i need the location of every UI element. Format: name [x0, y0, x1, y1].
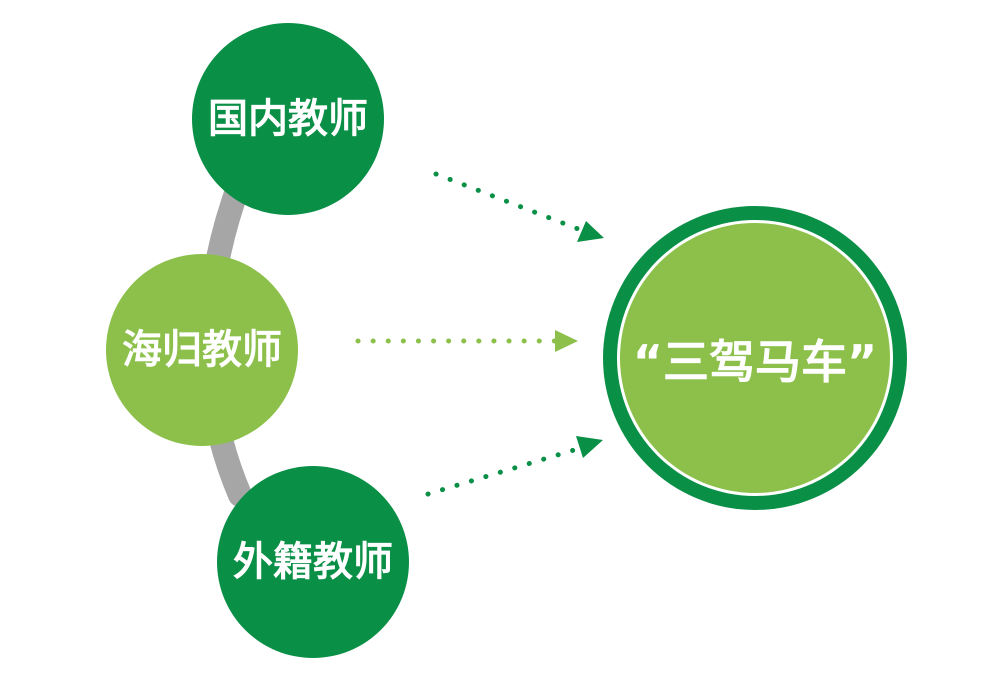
node-label: 国内教师: [208, 96, 368, 142]
node-domestic-teachers: 国内教师: [192, 23, 384, 215]
node-foreign-teachers: 外籍教师: [217, 466, 409, 658]
arrow-domestic-to-target: [433, 171, 604, 242]
inner-circle: [620, 223, 890, 493]
node-circle: [217, 466, 409, 658]
arrowhead: [555, 330, 578, 352]
node-three-carriages: “三驾马车”: [603, 206, 907, 510]
arrow-foreign-to-target: [425, 436, 603, 497]
arrowhead: [577, 221, 604, 242]
node-returnee-teachers: 海归教师: [106, 254, 298, 446]
arrow-returnee-to-target: [355, 330, 578, 352]
arrowhead: [576, 436, 603, 458]
node-label: “三驾马车”: [633, 335, 877, 389]
node-circle: [106, 254, 298, 446]
node-circle: [192, 23, 384, 215]
node-label: 海归教师: [122, 327, 282, 373]
node-label: 外籍教师: [233, 539, 393, 585]
